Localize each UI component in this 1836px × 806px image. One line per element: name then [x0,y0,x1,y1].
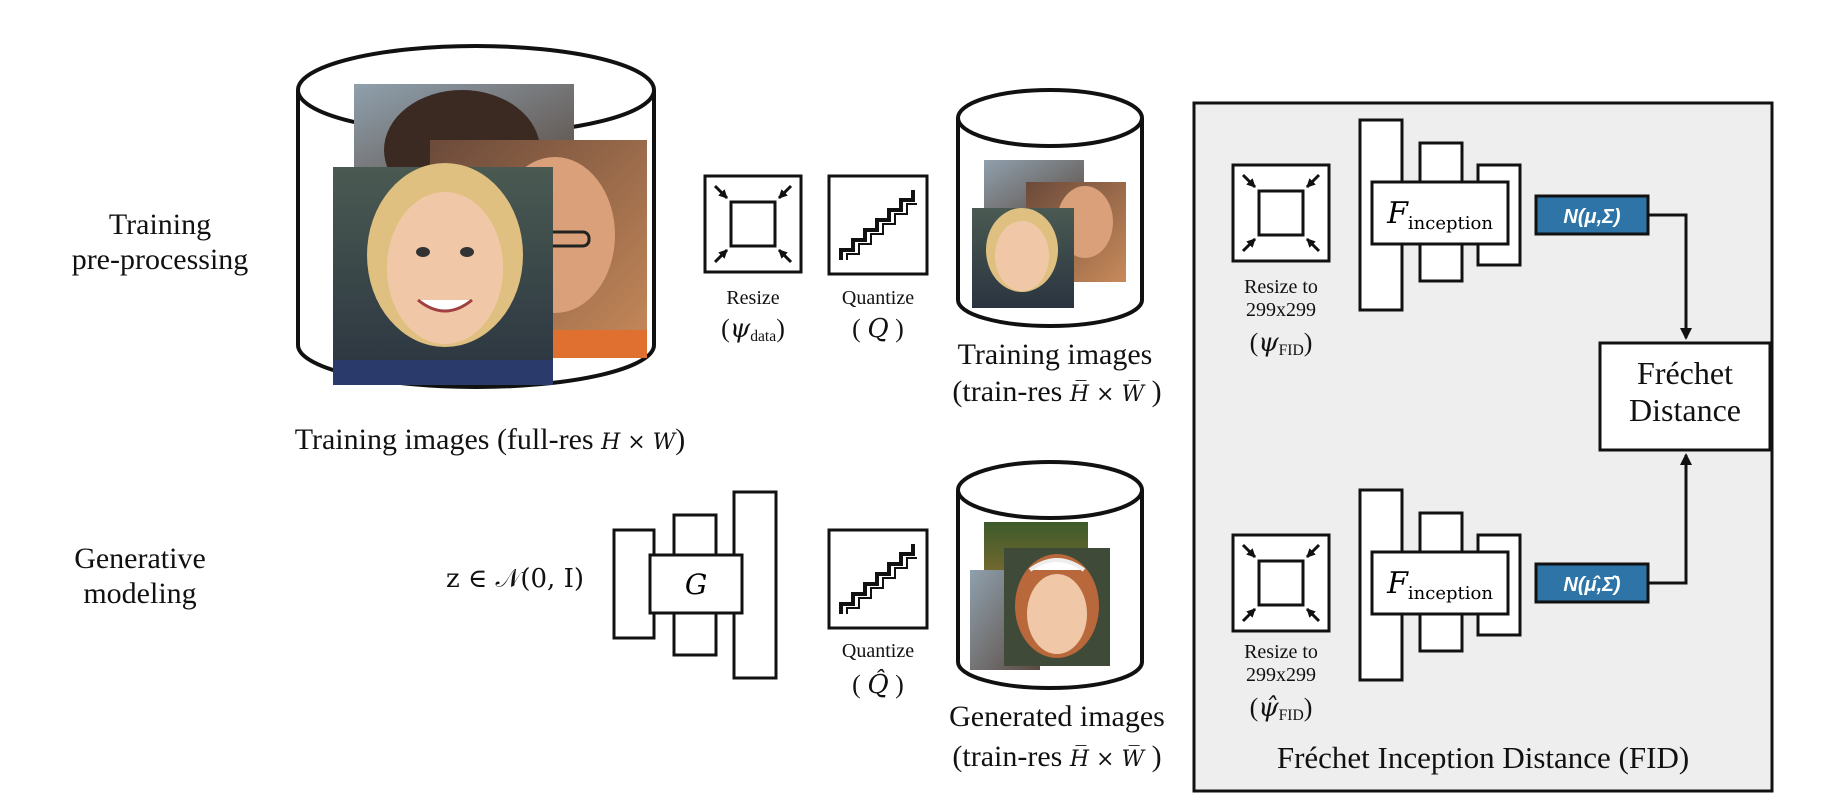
face-photo-thumbnail [972,208,1074,308]
quantize-symbol-generative: ( Q̂ ) [852,670,904,700]
generated-caption: (train-res H̅ × W̅ ) [952,740,1162,773]
train-res-face-photos [972,160,1126,308]
fid-resize-symbol-top: (ψFID) [1249,328,1313,359]
staircase-icon [827,528,929,630]
row-label-training: Training pre-processing [71,208,249,276]
fid-title: Fréchet Inception Distance (FID) [1276,740,1690,775]
staircase-icon [827,174,929,276]
face-photo-thumbnail [333,163,553,385]
inception-bottom-label: Finception [1386,566,1493,604]
quantize-symbol: ( Q ) [852,314,904,344]
gaussian-top-label: N(μ,Σ) [1563,206,1621,228]
gaussian-bottom-label: N(μ̂,Σ̂) [1563,574,1621,596]
face-photo-thumbnail [1004,548,1110,666]
resize-symbol: (ψdata) [721,314,785,345]
full-res-face-photos [333,84,647,385]
frechet-distance-label: Fréchet Distance [1629,355,1741,428]
train-res-title: Training images [957,338,1153,371]
inception-top-label: Finception [1386,196,1493,234]
resize-arrows-icon [1231,163,1331,263]
generator-network [612,490,778,680]
generated-title: Generated images [949,700,1165,733]
face-photo-thumbnail [1026,182,1126,282]
resize-arrows-icon [703,174,803,274]
inception-network-bottom [1358,488,1522,682]
quantize-label-generative: Quantize [841,640,915,662]
generator-label: G [685,568,707,601]
generated-face-photos [970,522,1110,670]
resize-arrows-icon [1231,533,1331,633]
fid-resize-label-top: Resize to 299x299 [1244,276,1318,321]
quantize-label: Quantize [841,287,915,309]
frechet-distance-box [1598,341,1772,452]
row-label-generative: Generative modeling [74,542,206,610]
inception-network-top [1358,118,1522,312]
train-res-caption: (train-res H̅ × W̅ ) [952,375,1162,408]
fid-resize-symbol-bottom: (ψ̂FID) [1249,693,1313,724]
resize-label: Resize [726,287,780,309]
latent-label: z ∈ 𝒩(0, I) [445,564,584,594]
full-res-caption: Training images (full-res H × W) [294,423,686,456]
fid-resize-label-bottom: Resize to 299x299 [1244,641,1318,686]
connector-arrows [1648,213,1692,585]
